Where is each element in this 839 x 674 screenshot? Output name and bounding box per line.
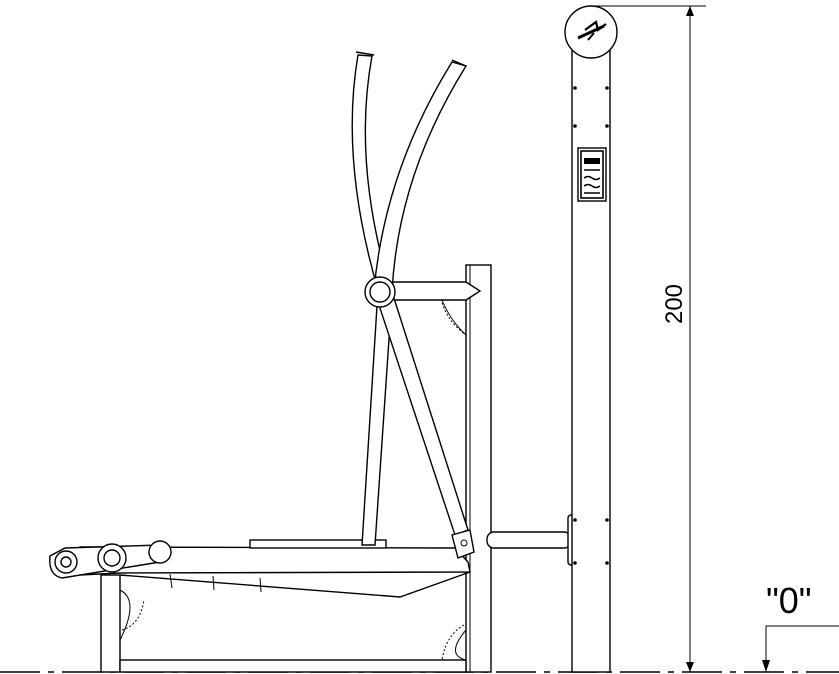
height-dimension-label: 200: [661, 284, 688, 324]
post-connector: [486, 514, 578, 566]
ground-level-marker: "0": [762, 580, 839, 672]
instruction-plate-icon: [577, 147, 607, 202]
running-figure-logo: [577, 20, 607, 41]
machine-frame: [100, 264, 492, 673]
ground-level-label: "0": [766, 580, 812, 621]
info-post: [564, 5, 618, 673]
rear-lever: [49, 540, 172, 579]
height-dimension: 200: [591, 5, 706, 672]
handle-bars: [351, 51, 475, 559]
